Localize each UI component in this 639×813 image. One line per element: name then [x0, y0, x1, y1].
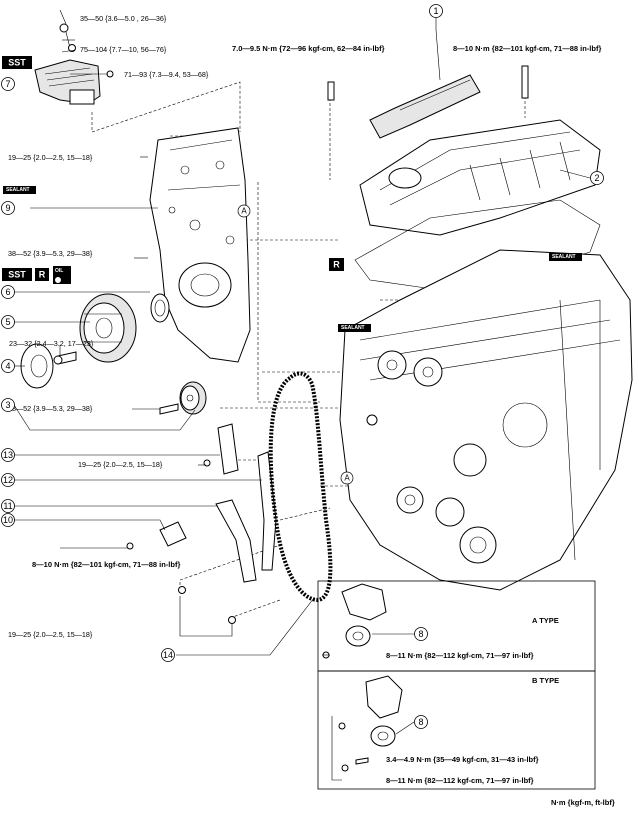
pulley-plate — [20, 343, 54, 389]
sst-tag-top: SST — [2, 56, 32, 69]
engine-front-cover — [149, 127, 251, 363]
a-type-box — [317, 580, 596, 672]
svg-text:SST: SST — [8, 58, 26, 68]
callout-12: 12 — [1, 473, 15, 487]
sealant-tag-cover: SEALANT — [3, 186, 36, 194]
idler-pulley — [159, 381, 207, 415]
pulley-bolt — [53, 351, 77, 365]
torque-label-7: 38—52 {3.9—5.3, 29—38} — [8, 249, 93, 258]
callout-13: 13 — [1, 448, 15, 462]
callout-5: 5 — [1, 315, 15, 329]
sst-tag-lower: SST — [2, 268, 32, 281]
torque-label-12: 19—25 {2.0—2.5, 15—18} — [8, 630, 93, 639]
cylinder-head-cover — [359, 119, 601, 236]
svg-text:R: R — [333, 260, 340, 270]
svg-text:1: 1 — [433, 6, 438, 16]
svg-text:SEALANT: SEALANT — [6, 187, 30, 193]
svg-text:OIL: OIL — [55, 268, 63, 274]
sealant-tag-block-right: SEALANT — [549, 253, 582, 261]
timing-chain — [268, 371, 333, 603]
svg-text:8: 8 — [418, 717, 423, 727]
torque-label-2: 75—104 {7.7—10, 56—76} — [80, 45, 167, 54]
reference-markers: A A — [237, 204, 354, 485]
a-type-title: A TYPE — [532, 616, 559, 625]
callout-8b: 8 — [414, 715, 428, 729]
engine-block — [339, 249, 633, 591]
svg-text:A: A — [344, 474, 350, 483]
torque-label-8: 23—32 {2.4—3.2, 17—23} — [9, 339, 94, 348]
b-type-box — [317, 670, 596, 790]
units-note: N·m {kgf-m, ft-lbf} — [551, 798, 615, 807]
svg-text:SST: SST — [8, 270, 26, 280]
torque-label-10: 19—25 {2.0—2.5, 15—18} — [78, 460, 163, 469]
cover-bolt — [327, 81, 335, 101]
svg-text:3: 3 — [5, 400, 10, 410]
head-cover-gasket — [354, 199, 601, 291]
torque-label-4: 7.0—9.5 N·m {72—96 kgf-cm, 62—84 in-lbf} — [232, 44, 385, 53]
b-type-title: B TYPE — [532, 676, 559, 685]
timing-chain-guide — [257, 451, 277, 571]
crankshaft-pulley — [79, 293, 137, 363]
svg-text:SEALANT: SEALANT — [552, 254, 576, 260]
callout-3: 3 — [1, 398, 15, 412]
r-tag-lower: R — [35, 268, 49, 281]
part-callouts: 1 2 3 4 5 6 7 8 8 9 10 11 12 13 14 — [1, 4, 604, 729]
torque-label-1: 35—50 {3.6—5.0 , 26—36} — [80, 14, 167, 23]
torque-label-13: 8—11 N·m {82—112 kgf-cm, 71—97 in-lbf} — [386, 651, 534, 660]
torque-label-6: 19—25 {2.0—2.5, 15—18} — [8, 153, 93, 162]
callout-11: 11 — [1, 499, 15, 513]
torque-label-9: 38—52 {3.9—5.3, 29—38} — [8, 404, 93, 413]
callout-9: 9 — [1, 201, 15, 215]
svg-text:R: R — [39, 270, 46, 280]
svg-text:A: A — [241, 207, 247, 216]
r-tag-gasket: R — [329, 258, 344, 271]
sst-engine-support-tool — [34, 9, 114, 105]
tensioner-arm — [215, 499, 257, 583]
callout-8a: 8 — [414, 627, 428, 641]
svg-text:14: 14 — [163, 650, 173, 660]
svg-text:10: 10 — [3, 515, 13, 525]
spark-plug — [521, 65, 529, 99]
torque-label-15: 8—11 N·m {82—112 kgf-cm, 71—97 in-lbf} — [386, 776, 534, 785]
sealant-tag-block-left: SEALANT — [338, 324, 371, 332]
callout-1: 1 — [429, 4, 443, 18]
reference-a-block: A — [340, 471, 354, 485]
svg-text:13: 13 — [3, 450, 13, 460]
svg-text:6: 6 — [5, 287, 10, 297]
reference-a-cover: A — [237, 204, 251, 218]
svg-text:12: 12 — [3, 475, 13, 485]
callout-6: 6 — [1, 285, 15, 299]
oil-can-icon: OIL — [53, 266, 71, 284]
svg-text:9: 9 — [5, 203, 10, 213]
svg-text:2: 2 — [594, 173, 599, 183]
svg-text:4: 4 — [5, 361, 10, 371]
svg-text:5: 5 — [5, 317, 10, 327]
torque-labels: 35—50 {3.6—5.0 , 26—36} 75—104 {7.7—10, … — [8, 14, 601, 785]
torque-label-5: 8—10 N·m {82—101 kgf-cm, 71—88 in-lbf} — [453, 44, 601, 53]
callout-7: 7 — [1, 77, 15, 91]
svg-text:SEALANT: SEALANT — [341, 325, 365, 331]
torque-label-3: 71—93 {7.3—9.4, 53—68} — [124, 70, 209, 79]
leader-lines — [13, 18, 591, 781]
callout-2: 2 — [590, 171, 604, 185]
callout-4: 4 — [1, 359, 15, 373]
seal-plate — [369, 74, 481, 139]
svg-text:8: 8 — [418, 629, 423, 639]
svg-text:7: 7 — [5, 79, 10, 89]
front-oil-seal — [150, 293, 170, 323]
callout-14: 14 — [161, 648, 175, 662]
torque-label-11: 8—10 N·m {82—101 kgf-cm, 71—88 in-lbf} — [32, 560, 180, 569]
svg-text:11: 11 — [3, 501, 12, 511]
callout-10: 10 — [1, 513, 15, 527]
chain-tensioner — [126, 521, 236, 624]
chain-guide-bracket — [203, 423, 239, 475]
torque-label-14: 3.4—4.9 N·m {35—49 kgf-cm, 31—43 in-lbf} — [386, 755, 539, 764]
